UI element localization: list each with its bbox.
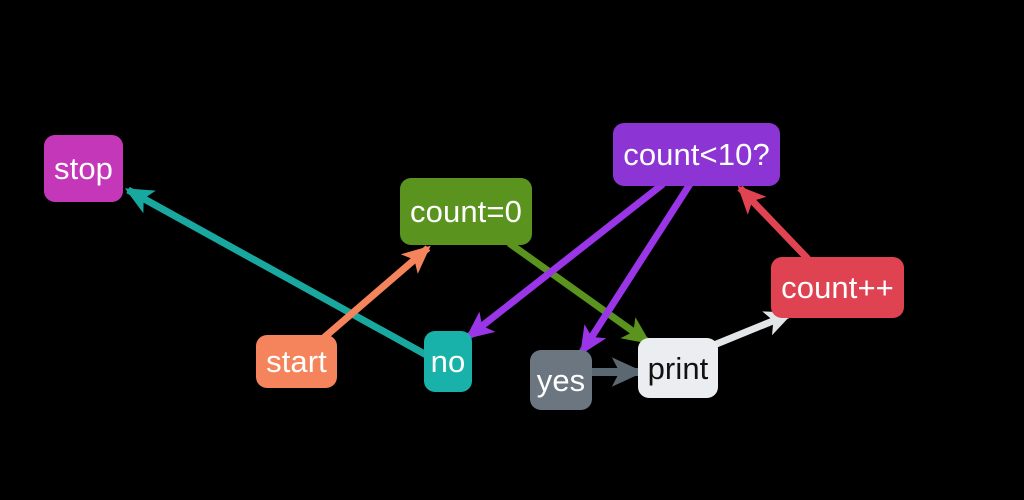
node-yes[interactable]: yes [530,350,592,410]
node-countpp[interactable]: count++ [771,257,904,318]
node-label-countpp: count++ [781,270,894,305]
node-no[interactable]: no [424,331,472,392]
node-start[interactable]: start [256,335,337,388]
edge-countlt10-yes [579,182,693,355]
node-label-start: start [266,344,327,379]
node-stop[interactable]: stop [44,135,123,202]
node-label-yes: yes [536,362,586,398]
edge-print-countpp [712,310,794,349]
node-print[interactable]: print [638,338,718,398]
node-label-stop: stop [54,151,113,186]
edge-count0-print [506,240,651,345]
edge-no-stop [124,186,432,361]
node-label-print: print [647,350,709,386]
node-countlt10[interactable]: count<10? [613,123,780,186]
node-label-count0: count=0 [410,194,522,229]
node-label-countlt10: count<10? [623,137,770,172]
edge-start-count0 [317,245,431,344]
edge-countpp-countlt10 [737,185,811,262]
node-count0[interactable]: count=0 [400,178,532,245]
node-label-no: no [430,344,466,379]
edge-countlt10-no [465,181,666,340]
